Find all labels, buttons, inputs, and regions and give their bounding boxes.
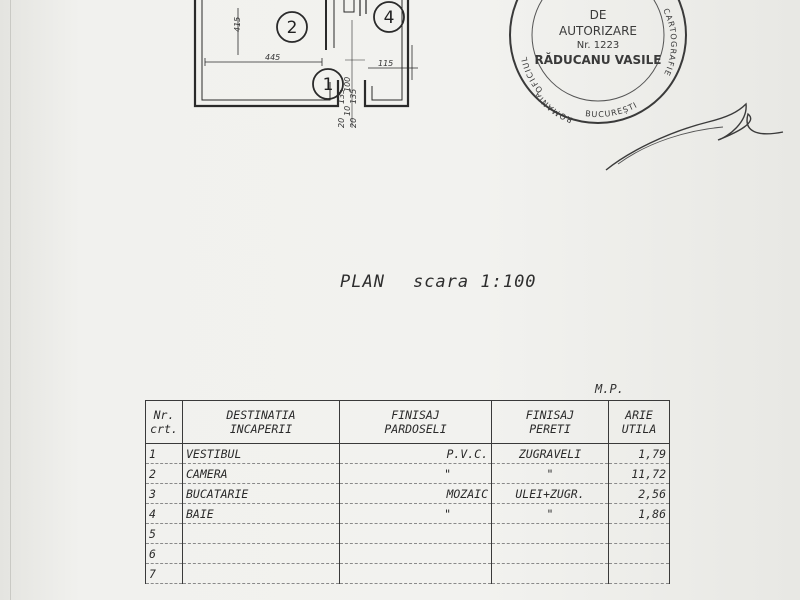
- stamp-name: RĂDUCANU VASILE: [534, 53, 662, 67]
- room-label: 1: [323, 75, 334, 95]
- cell-wall-finish: [491, 563, 609, 584]
- table-row: 6: [145, 543, 670, 564]
- cell-destination: BUCATARIE: [182, 483, 340, 504]
- cell-floor-finish: [339, 543, 492, 564]
- cell-nr: 6: [145, 543, 183, 564]
- cell-nr: 3: [145, 483, 183, 504]
- cell-wall-finish: ZUGRAVELI: [491, 443, 609, 464]
- cell-floor-finish: [339, 523, 492, 544]
- dimension-label: 115: [378, 59, 393, 68]
- stamp-line: DE: [589, 8, 607, 22]
- cell-destination: [182, 523, 340, 544]
- cell-wall-finish: ": [491, 463, 609, 484]
- cell-nr: 4: [145, 503, 183, 524]
- dimension-label: 20: [337, 118, 346, 128]
- dimension-label: 445: [265, 53, 280, 62]
- cell-area: 11,72: [608, 463, 670, 484]
- cell-destination: [182, 563, 340, 584]
- table-row: 5: [145, 523, 670, 544]
- dimension-label: 10: [343, 106, 352, 116]
- room-label: 4: [384, 8, 395, 28]
- plan-title: PLAN: [340, 272, 385, 292]
- cell-wall-finish: [491, 543, 609, 564]
- cell-destination: VESTIBUL: [182, 443, 340, 464]
- cell-floor-finish: [339, 563, 492, 584]
- cell-destination: [182, 543, 340, 564]
- dimension-label: 135: [349, 89, 358, 104]
- table-row: 3 BUCATARIE MOZAIC ULEI+ZUGR. 2,56: [145, 483, 670, 504]
- handwritten-signature: [605, 102, 784, 171]
- cell-area: [608, 523, 670, 544]
- cell-area: 1,86: [608, 503, 670, 524]
- cell-wall-finish: ULEI+ZUGR.: [491, 483, 609, 504]
- cell-floor-finish: P.V.C.: [339, 443, 492, 464]
- header-nr: Nr.crt.: [145, 400, 183, 444]
- cell-area: 1,79: [608, 443, 670, 464]
- cell-area: [608, 543, 670, 564]
- table-row: 2 CAMERA " " 11,72: [145, 463, 670, 484]
- stamp-arc-text: ROMANIA: [532, 90, 573, 125]
- cell-wall-finish: [491, 523, 609, 544]
- cell-destination: CAMERA: [182, 463, 340, 484]
- cell-floor-finish: ": [339, 503, 492, 524]
- cell-nr: 5: [145, 523, 183, 544]
- cell-floor-finish: MOZAIC: [339, 483, 492, 504]
- dimension-label: 135: [337, 89, 346, 104]
- dimension-label: 20: [349, 118, 358, 128]
- table-row: 4 BAIE " " 1,86: [145, 503, 670, 524]
- stamp-line: Nr. 1223: [576, 40, 620, 51]
- cell-nr: 7: [145, 563, 183, 584]
- plan-caption: PLAN scara 1:100: [340, 272, 537, 292]
- room-label: 2: [287, 18, 298, 38]
- svg-text:ROMANIA: ROMANIA: [532, 90, 574, 125]
- cell-area: 2,56: [608, 483, 670, 504]
- dimension-label: 415: [233, 17, 242, 32]
- cell-nr: 2: [145, 463, 183, 484]
- area-unit: M.P.: [595, 382, 624, 396]
- paper-fold-line: [10, 0, 11, 600]
- plan-scale: scara 1:100: [412, 272, 537, 292]
- floor-plan-drawing: 2 4 1 415 445 115 20 10 20 135 100 135: [193, 0, 418, 128]
- cell-area: [608, 563, 670, 584]
- cell-destination: BAIE: [182, 503, 340, 524]
- cell-nr: 1: [145, 443, 183, 464]
- cell-wall-finish: ": [491, 503, 609, 524]
- dimension-label: 100: [343, 77, 352, 92]
- cell-floor-finish: ": [339, 463, 492, 484]
- table-row: 7: [145, 563, 670, 584]
- stamp-ring: OFICIUL ROMANIA CARTOGRAFIE BUCUREȘTI: [509, 0, 687, 125]
- stamp-line: AUTORIZARE: [559, 24, 637, 38]
- table-row: 1 VESTIBUL P.V.C. ZUGRAVELI 1,79: [145, 443, 670, 464]
- official-stamp: OFICIUL ROMANIA CARTOGRAFIE BUCUREȘTI DE…: [503, 0, 693, 130]
